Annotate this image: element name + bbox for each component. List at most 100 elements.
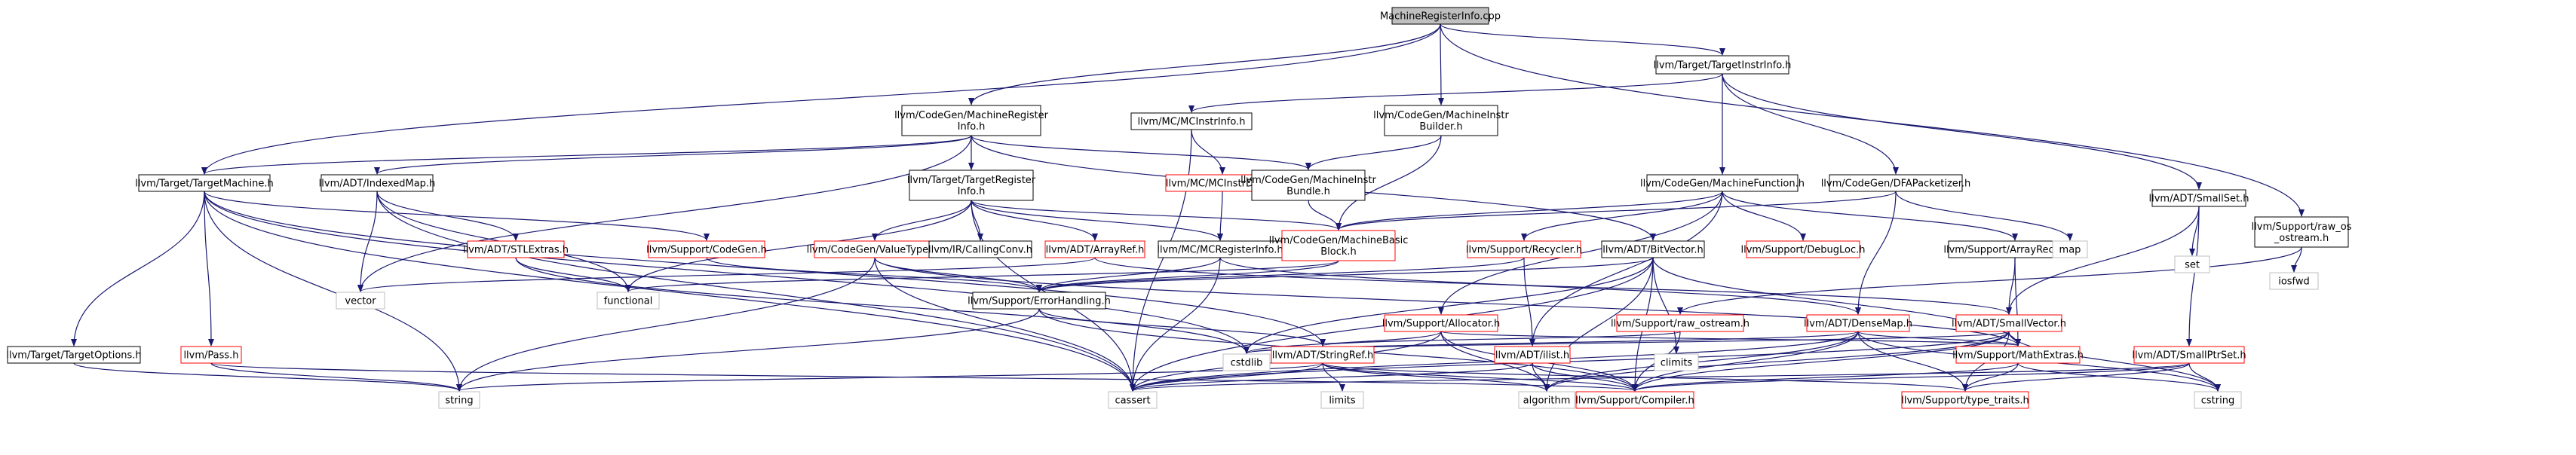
edge-root-to-mib bbox=[1437, 23, 1444, 105]
node-label: cassert bbox=[1115, 395, 1150, 407]
node-stringref[interactable]: llvm/ADT/StringRef.h bbox=[1271, 346, 1375, 364]
node-codegen[interactable]: llvm/Support/CodeGen.h bbox=[646, 240, 767, 258]
edge-mib-to-mbb bbox=[1336, 135, 1442, 231]
node-valuetypes[interactable]: llvm/CodeGen/ValueTypes.h bbox=[807, 240, 943, 258]
node-label: llvm/ADT/SmallPtrSet.h bbox=[2132, 350, 2246, 362]
edge-tgtinstrinfo-to-mcinstrinfo bbox=[1188, 73, 1723, 113]
node-label: llvm/CodeGen/DFAPacketizer.h bbox=[1821, 179, 1971, 190]
node-label: cstdlib bbox=[1231, 358, 1263, 369]
edge-tri-to-valuetypes bbox=[872, 200, 972, 241]
node-rawos[interactable]: llvm/Support/raw_os_ostream.h bbox=[2252, 216, 2352, 248]
node-box bbox=[1467, 240, 1581, 258]
node-smallset[interactable]: llvm/ADT/SmallSet.h bbox=[2148, 189, 2249, 207]
node-box bbox=[7, 346, 141, 364]
node-stlextras[interactable]: llvm/ADT/STLExtras.h bbox=[463, 240, 569, 258]
node-cstdlib: cstdlib bbox=[1222, 353, 1271, 371]
node-box bbox=[1044, 240, 1145, 258]
node-label: llvm/ADT/StringRef.h bbox=[1272, 350, 1373, 362]
node-mri_h[interactable]: llvm/CodeGen/MachineRegisterInfo.h bbox=[894, 105, 1049, 136]
node-label: llvm/MC/MCInstrInfo.h bbox=[1138, 117, 1246, 128]
node-bitvector[interactable]: llvm/ADT/BitVector.h bbox=[1601, 240, 1705, 258]
node-mcinstrinfo[interactable]: llvm/MC/MCInstrInfo.h bbox=[1130, 112, 1253, 130]
node-limits: limits bbox=[1320, 391, 1364, 409]
node-box bbox=[1806, 314, 1910, 332]
node-indexedmap[interactable]: llvm/ADT/IndexedMap.h bbox=[319, 174, 436, 192]
edge-stringref-to-typetraits bbox=[1322, 362, 1968, 392]
edge-mcreginfo-to-errhandling bbox=[1036, 257, 1221, 292]
edge-tgtinstrinfo-to-dfa bbox=[1722, 73, 1899, 175]
edge-mf-to-arrayrecycler bbox=[1722, 191, 2018, 241]
edge-smallvector-to-mathextras bbox=[2008, 331, 2021, 347]
node-debugloc[interactable]: llvm/Support/DebugLoc.h bbox=[1741, 240, 1866, 258]
node-box bbox=[909, 169, 1034, 201]
node-box bbox=[2269, 272, 2319, 290]
edge-mcinstrdesc-to-mcreginfo bbox=[1217, 191, 1224, 241]
edge-valuetypes-to-string bbox=[456, 257, 876, 392]
edge-mri_h-to-vector bbox=[357, 135, 972, 292]
node-pass[interactable]: llvm/Pass.h bbox=[180, 346, 242, 364]
node-root[interactable]: MachineRegisterInfo.cpp bbox=[1380, 7, 1501, 25]
node-label: llvm/Support/Compiler.h bbox=[1575, 395, 1694, 407]
node-mathextras[interactable]: llvm/Support/MathExtras.h bbox=[1952, 346, 2084, 364]
node-densemap[interactable]: llvm/ADT/DenseMap.h bbox=[1804, 314, 1912, 332]
node-tm[interactable]: llvm/Target/TargetMachine.h bbox=[135, 174, 274, 192]
node-mcinstrdesc[interactable]: llvm/MC/MCInstrDesc.h bbox=[1165, 174, 1280, 192]
edge-stlextras-to-functional bbox=[515, 257, 631, 292]
node-smallvector[interactable]: llvm/ADT/SmallVector.h bbox=[1952, 314, 2066, 332]
edge-densemap-to-mathextras bbox=[1857, 331, 2021, 347]
node-errhandling[interactable]: llvm/Support/ErrorHandling.h bbox=[968, 292, 1111, 310]
node-tgtinstrinfo[interactable]: llvm/Target/TargetInstrInfo.h bbox=[1654, 55, 1792, 75]
node-ilist[interactable]: llvm/ADT/ilist.h bbox=[1494, 346, 1571, 364]
node-typetraits[interactable]: llvm/Support/type_traits.h bbox=[1901, 391, 2029, 409]
node-box bbox=[1829, 174, 1963, 192]
node-arrayref[interactable]: llvm/ADT/ArrayRef.h bbox=[1044, 240, 1145, 258]
node-box bbox=[1222, 353, 1271, 371]
edge-mf-to-allocator bbox=[1438, 191, 1723, 315]
node-string: string bbox=[438, 391, 480, 409]
node-mcreginfo[interactable]: llvm/MC/MCRegisterInfo.h bbox=[1157, 240, 1283, 258]
node-algorithm: algorithm bbox=[1518, 391, 1575, 409]
edge-bitvector-to-cstdlib bbox=[1244, 257, 1654, 354]
edge-tm-to-cstdlib bbox=[204, 191, 1250, 354]
edge-tm-to-cassert bbox=[204, 191, 1136, 392]
node-label: algorithm bbox=[1523, 395, 1571, 407]
edge-dfa-to-densemap bbox=[1855, 191, 1897, 315]
node-layer: MachineRegisterInfo.cpp llvm/Target/Targe… bbox=[6, 7, 2352, 409]
edge-smallptrset-to-typetraits bbox=[1962, 362, 2190, 392]
node-mf[interactable]: llvm/CodeGen/MachineFunction.h bbox=[1640, 174, 1805, 192]
edge-ilist-to-compiler bbox=[1532, 362, 1638, 392]
edge-tri-to-arrayref bbox=[971, 200, 1098, 241]
edge-bitvector-to-mathextras bbox=[1652, 257, 2021, 347]
node-box bbox=[1391, 7, 1489, 25]
node-compiler[interactable]: llvm/Support/Compiler.h bbox=[1575, 391, 1694, 409]
node-box bbox=[1130, 112, 1253, 130]
node-allocator[interactable]: llvm/Support/Allocator.h bbox=[1382, 314, 1501, 332]
edge-tri-to-mcreginfo bbox=[971, 200, 1223, 241]
node-rawostream[interactable]: llvm/Support/raw_ostream.h bbox=[1611, 314, 1750, 332]
node-label: Info.h bbox=[958, 121, 986, 133]
node-label: llvm/Target/TargetMachine.h bbox=[135, 179, 274, 190]
node-box bbox=[901, 105, 1041, 136]
node-box bbox=[1654, 353, 1699, 371]
node-recycler[interactable]: llvm/Support/Recycler.h bbox=[1466, 240, 1582, 258]
edge-mcinstrinfo-to-mcinstrdesc bbox=[1191, 129, 1225, 175]
node-box bbox=[1601, 240, 1705, 258]
edge-rawostream-to-stringref bbox=[1320, 331, 1681, 347]
node-tgtoptions[interactable]: llvm/Target/TargetOptions.h bbox=[6, 346, 142, 364]
node-dfa[interactable]: llvm/CodeGen/DFAPacketizer.h bbox=[1821, 174, 1971, 192]
node-label: llvm/CodeGen/MachineInstr bbox=[1240, 175, 1376, 186]
edge-smallvector-to-compiler bbox=[1632, 331, 2010, 392]
node-label: llvm/CodeGen/MachineBasic bbox=[1269, 235, 1409, 246]
node-label: cstring bbox=[2201, 395, 2234, 407]
node-box bbox=[1655, 55, 1789, 75]
node-label: Builder.h bbox=[1419, 121, 1462, 133]
node-smallptrset[interactable]: llvm/ADT/SmallPtrSet.h bbox=[2132, 346, 2246, 364]
edge-tgtinstrinfo-to-smallset bbox=[1722, 73, 2202, 190]
node-set: set bbox=[2174, 255, 2210, 273]
node-callingconv[interactable]: llvm/IR/CallingConv.h bbox=[928, 240, 1032, 258]
node-vector: vector bbox=[336, 292, 385, 310]
